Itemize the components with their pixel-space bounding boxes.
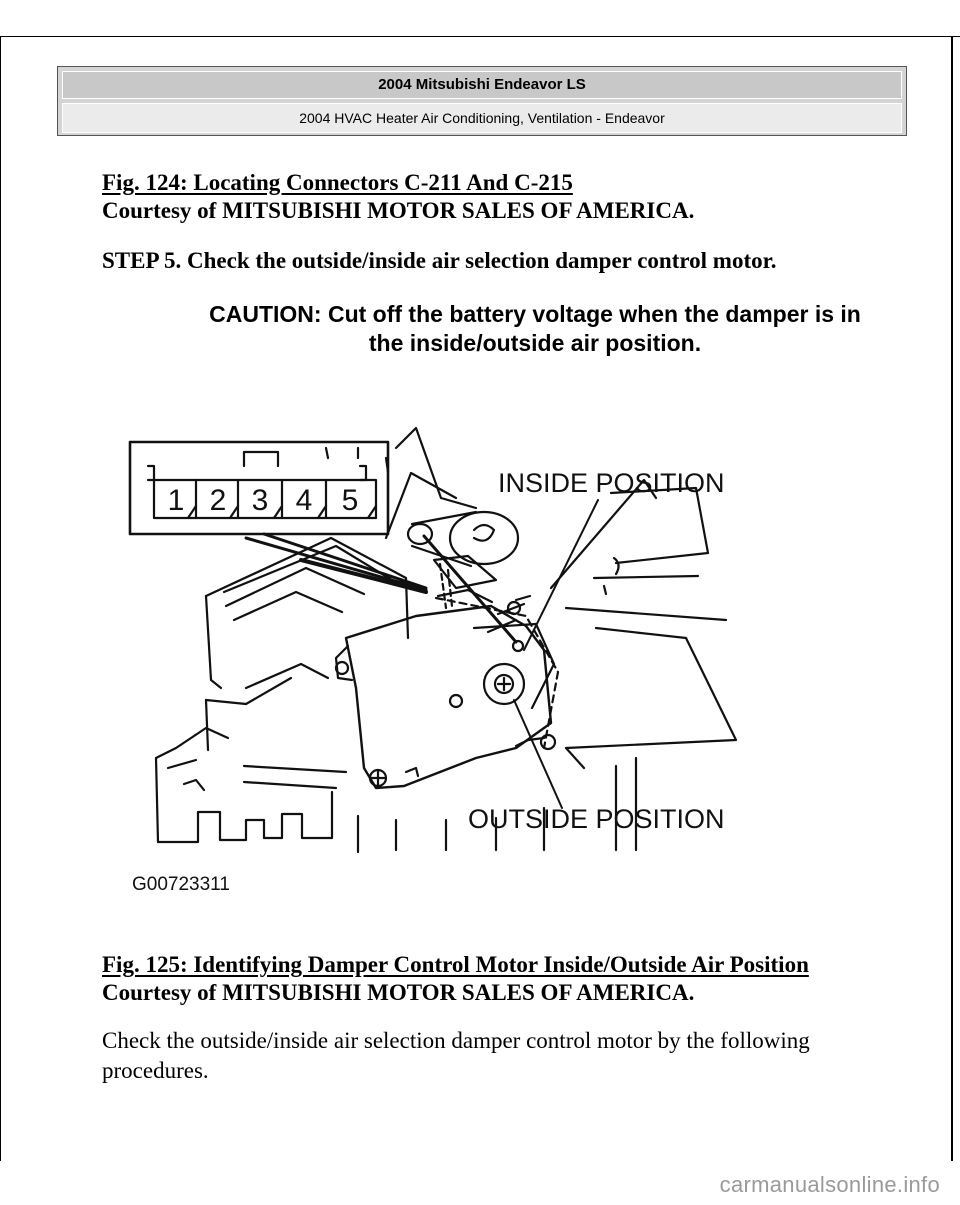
site-watermark[interactable]: carmanualsonline.info [719,1172,940,1197]
connector-pin-4: 4 [296,484,313,517]
fig-125-caption[interactable]: Fig. 125: Identifying Damper Control Mot… [102,952,809,977]
page-frame-right [951,36,953,1161]
fig-125-courtesy: Courtesy of MITSUBISHI MOTOR SALES OF AM… [102,980,695,1005]
page-frame-left [0,36,1,1161]
vehicle-title: 2004 Mitsubishi Endeavor LS [62,71,902,99]
procedure-intro: Check the outside/inside air selection d… [102,1028,810,1083]
outside-position-label: OUTSIDE POSITION [468,804,725,834]
fig-124-courtesy: Courtesy of MITSUBISHI MOTOR SALES OF AM… [102,198,695,223]
connector-pin-1: 1 [168,484,185,517]
document-header: 2004 Mitsubishi Endeavor LS 2004 HVAC He… [57,66,907,136]
damper-motor-diagram: 1 2 3 4 5 INSIDE POSITION OUTSIDE POSITI… [96,388,772,910]
fig-124-caption[interactable]: Fig. 124: Locating Connectors C-211 And … [102,170,573,195]
connector-pin-5: 5 [342,484,359,517]
connector-pin-3: 3 [252,484,269,517]
page-frame-top [0,36,960,37]
step-5-heading: STEP 5. Check the outside/inside air sel… [102,248,777,273]
caution-line-2: the inside/outside air position. [368,330,702,356]
caution-line-1: CAUTION: Cut off the battery voltage whe… [209,301,861,327]
caution-note: CAUTION: Cut off the battery voltage whe… [150,300,920,358]
inside-position-label: INSIDE POSITION [498,468,725,498]
section-title: 2004 HVAC Heater Air Conditioning, Venti… [62,103,902,133]
connector-pin-2: 2 [210,484,227,517]
figure-code: G00723311 [132,874,230,895]
